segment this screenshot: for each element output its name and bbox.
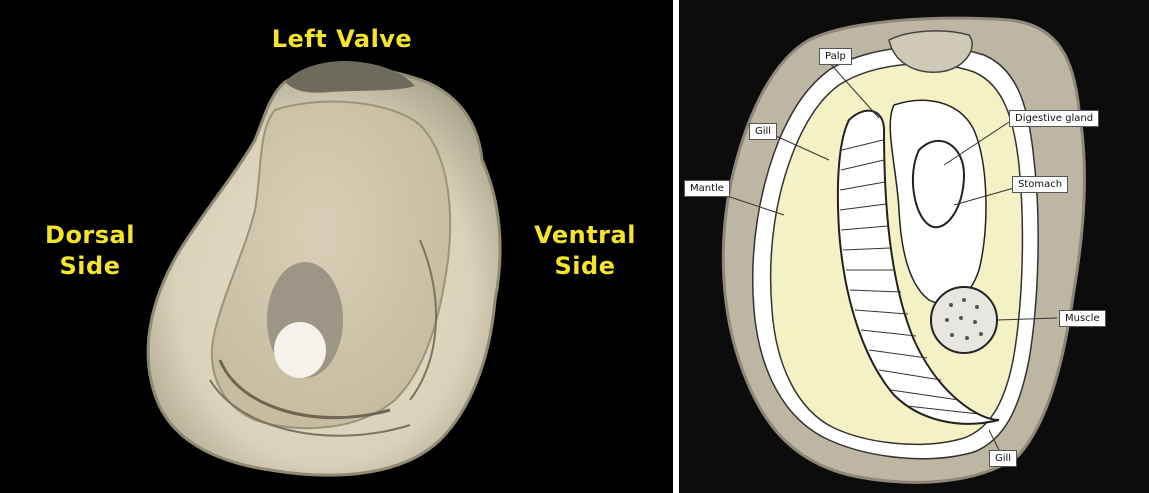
gill-bottom-label: Gill [989, 450, 1017, 467]
stomach-label: Stomach [1012, 176, 1068, 193]
oyster-anatomy-diagram [679, 0, 1149, 493]
muscle-label: Muscle [1059, 310, 1106, 327]
shell-hinge [285, 61, 415, 93]
oyster-photo-panel: Left Valve Dorsal Side Ventral Side [0, 0, 673, 493]
oyster-diagram-panel: Palp Gill Digestive gland Mantle Stomach… [679, 0, 1149, 493]
palp-label: Palp [819, 48, 852, 65]
dorsal-side-label: Dorsal Side [35, 220, 145, 282]
adductor-muscle [931, 287, 997, 353]
ventral-side-label: Ventral Side [525, 220, 645, 282]
gill-top-label: Gill [749, 123, 777, 140]
mantle-label: Mantle [684, 180, 730, 197]
left-valve-label: Left Valve [262, 24, 422, 55]
digestive-gland-label: Digestive gland [1009, 110, 1099, 127]
